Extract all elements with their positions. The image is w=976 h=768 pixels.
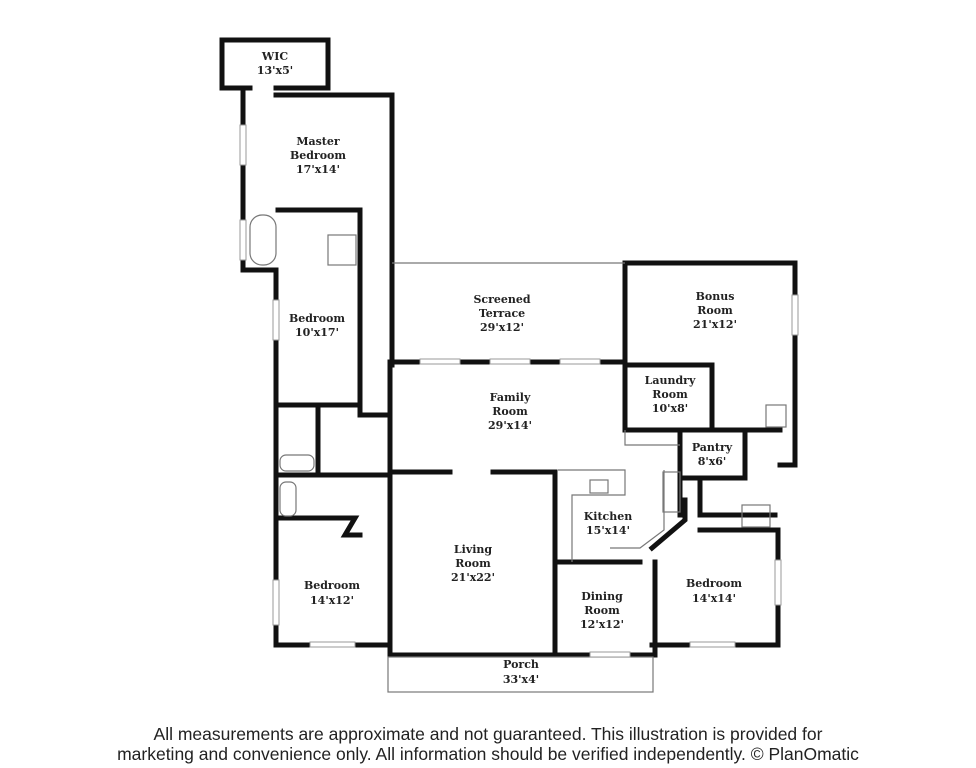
room-pantry: Pantry 8'x6'	[692, 441, 733, 468]
room-name: WIC	[261, 50, 288, 63]
room-name: Family	[490, 391, 531, 404]
room-size: 33'x4'	[503, 673, 539, 686]
room-name: Bonus	[696, 290, 735, 303]
room-wic: WIC 13'x5'	[257, 50, 293, 77]
room-bedroom-10x17: Bedroom 10'x17'	[289, 312, 345, 339]
room-name: Kitchen	[584, 510, 633, 523]
room-size: 10'x8'	[652, 402, 688, 415]
disclaimer-line-2: marketing and convenience only. All info…	[117, 744, 859, 764]
room-dining: Dining Room 12'x12'	[580, 590, 624, 631]
room-size: 12'x12'	[580, 618, 624, 631]
room-bedroom-14x12: Bedroom 14'x12'	[304, 579, 360, 607]
room-size: 21'x22'	[451, 571, 495, 584]
room-size: 8'x6'	[698, 455, 727, 468]
room-family: Family Room 29'x14'	[488, 391, 532, 432]
room-living: Living Room 21'x22'	[451, 543, 495, 584]
room-name: Master	[296, 135, 340, 148]
disclaimer-line-1: All measurements are approximate and not…	[153, 724, 823, 744]
room-screened-terrace: Screened Terrace 29'x12'	[473, 293, 530, 334]
room-name: Bedroom	[686, 577, 742, 590]
room-name: Bedroom	[289, 312, 345, 325]
room-size: 14'x12'	[310, 594, 354, 607]
room-name: Dining	[581, 590, 623, 603]
room-size: 10'x17'	[295, 326, 339, 339]
room-name: Laundry	[645, 374, 696, 387]
room-name: Bedroom	[290, 149, 346, 162]
room-name: Bedroom	[304, 579, 360, 592]
room-size: 14'x14'	[692, 592, 736, 605]
room-size: 15'x14'	[586, 524, 630, 537]
walls	[219, 37, 798, 658]
room-master-bedroom: Master Bedroom 17'x14'	[290, 135, 346, 176]
room-name: Living	[454, 543, 492, 556]
room-porch: Porch 33'x4'	[503, 658, 539, 686]
room-name: Room	[492, 405, 528, 418]
room-name: Pantry	[692, 441, 733, 454]
room-name: Porch	[503, 658, 539, 671]
room-size: 17'x14'	[296, 163, 340, 176]
room-size: 29'x14'	[488, 419, 532, 432]
thin-lines	[249, 214, 787, 693]
room-name: Room	[455, 557, 491, 570]
room-name: Room	[584, 604, 620, 617]
room-bedroom-14x14: Bedroom 14'x14'	[686, 577, 742, 605]
room-laundry: Laundry Room 10'x8'	[645, 374, 696, 415]
room-size: 21'x12'	[693, 318, 737, 331]
room-kitchen: Kitchen 15'x14'	[584, 510, 633, 537]
room-size: 29'x12'	[480, 321, 524, 334]
room-size: 13'x5'	[257, 64, 293, 77]
room-name: Terrace	[479, 307, 525, 320]
room-bonus: Bonus Room 21'x12'	[693, 290, 737, 331]
windows	[239, 124, 799, 658]
room-name: Room	[697, 304, 733, 317]
room-name: Room	[652, 388, 688, 401]
room-name: Screened	[473, 293, 530, 306]
